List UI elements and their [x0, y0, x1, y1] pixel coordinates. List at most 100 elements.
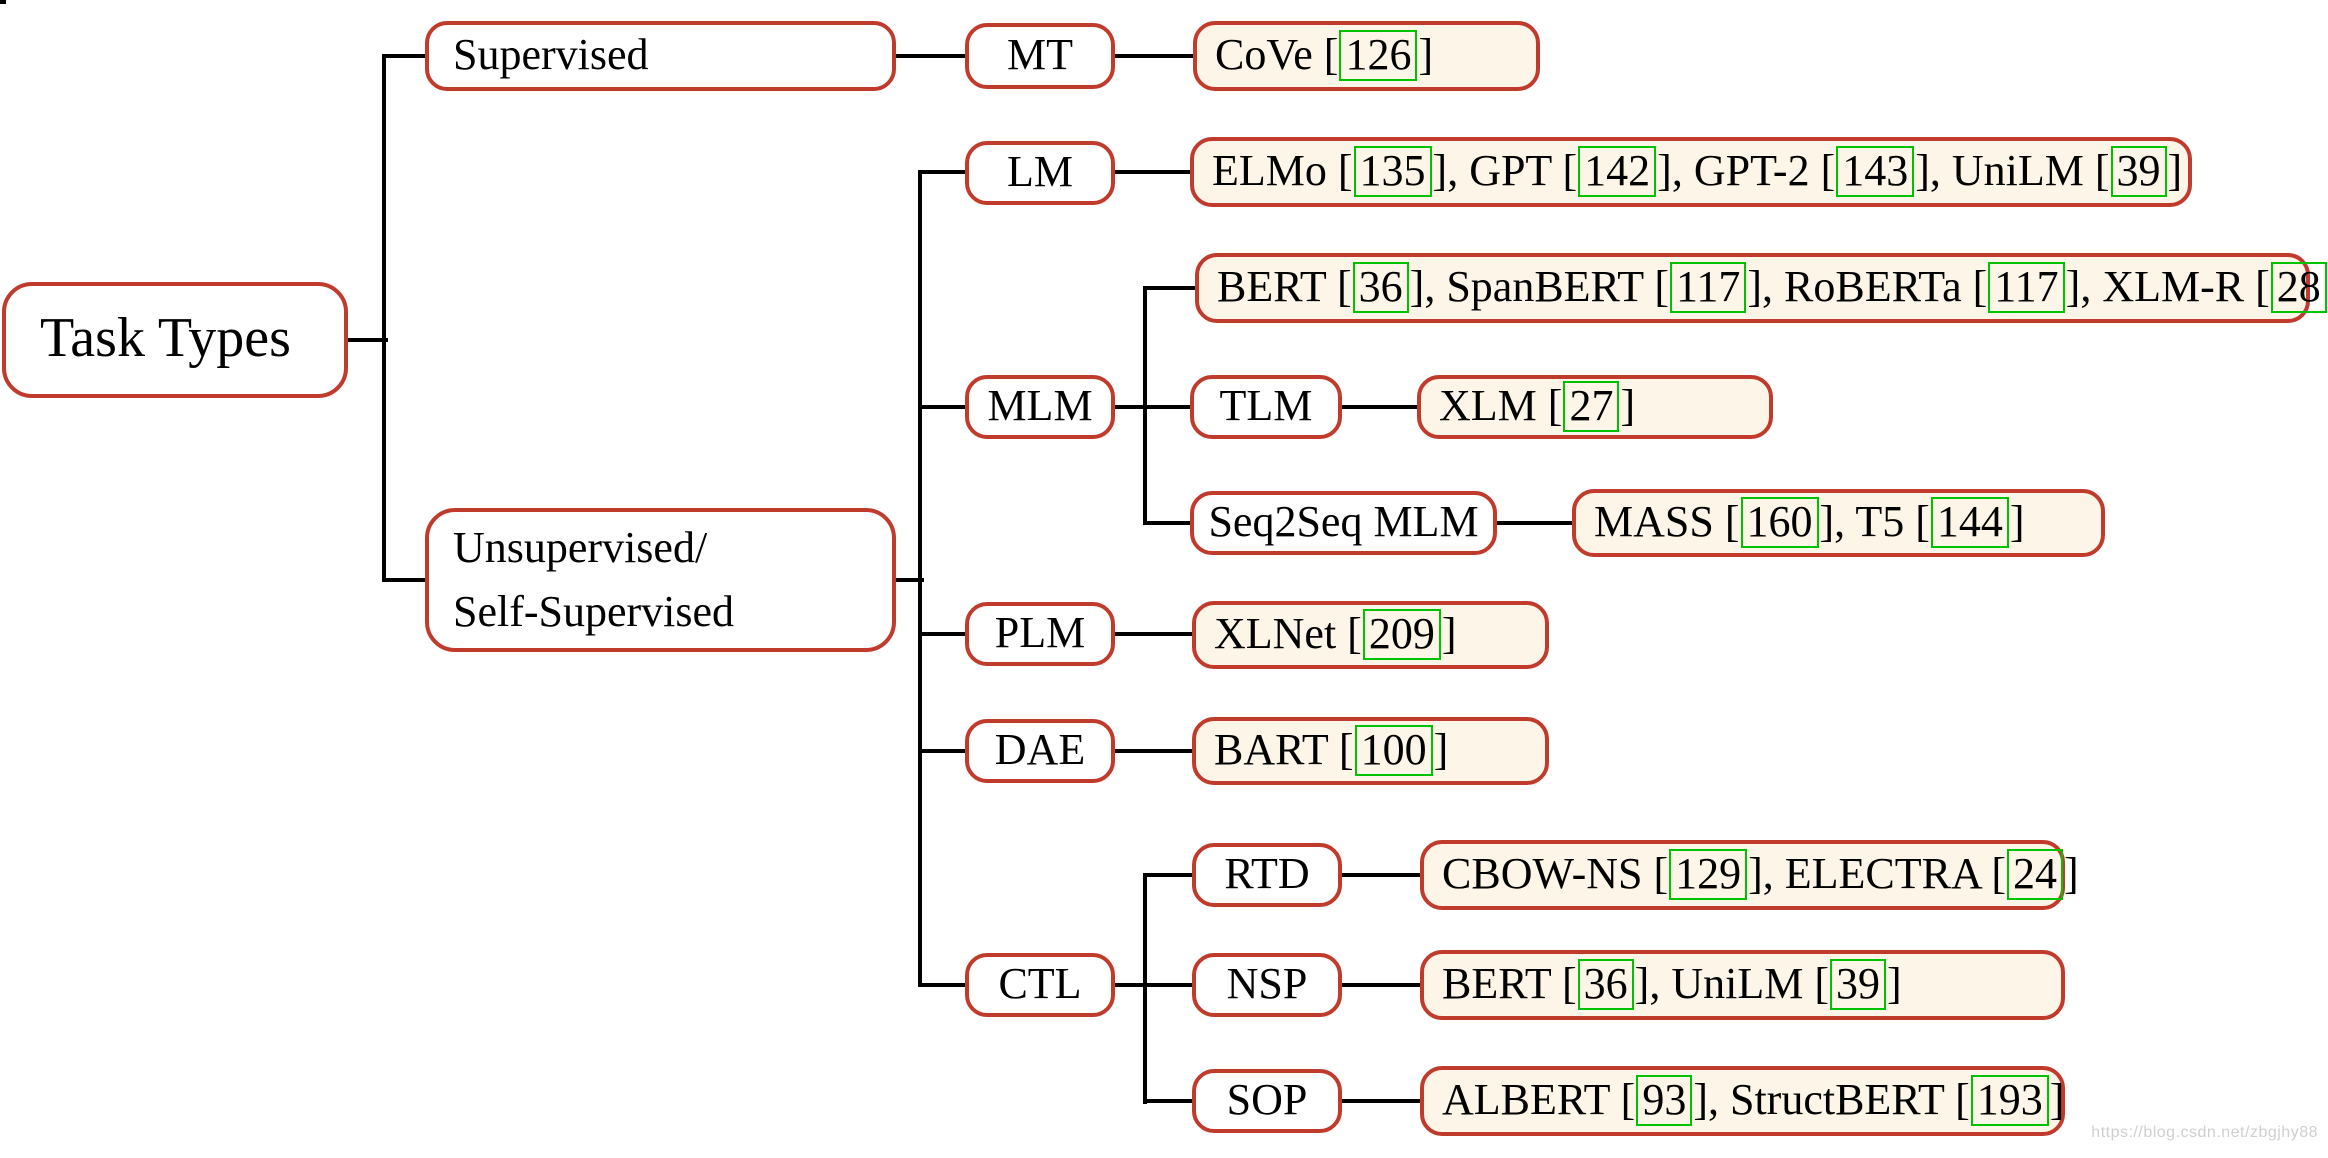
model-name: , StructBERT [ — [1707, 1075, 1970, 1124]
citation-bracket: ] — [1634, 959, 1650, 1008]
model-name: , GPT-2 [ — [1671, 146, 1836, 195]
connector-line — [920, 983, 967, 987]
model-name: , RoBERTa [ — [1762, 262, 1988, 311]
node-mt: MT — [965, 23, 1115, 89]
connector-line — [896, 54, 967, 58]
citation-link[interactable]: 160 — [1740, 497, 1819, 548]
node-dae: DAE — [965, 719, 1115, 783]
citation-bracket: ] — [1441, 609, 1457, 658]
node-sop: SOP — [1192, 1069, 1342, 1133]
citation-link[interactable]: 135 — [1353, 146, 1432, 197]
connector-line — [1145, 873, 1194, 877]
citation-link[interactable]: 36 — [1577, 959, 1634, 1010]
model-name: , T5 [ — [1834, 497, 1930, 546]
node-label-line: Unsupervised/ — [453, 523, 708, 572]
citation-link[interactable]: 144 — [1930, 497, 2009, 548]
node-nsp: NSP — [1192, 953, 1342, 1017]
citation-link[interactable]: 143 — [1836, 146, 1915, 197]
citation-bracket: ] — [2065, 262, 2081, 311]
model-name: ALBERT [ — [1442, 1075, 1636, 1124]
citation-link[interactable]: 117 — [1670, 262, 1747, 313]
leaf-sop-models: ALBERT [93], StructBERT [193] — [1420, 1066, 2065, 1136]
connector-line — [1115, 405, 1194, 409]
leaf-mlm-models: BERT [36], SpanBERT [117], RoBERTa [117]… — [1195, 253, 2328, 323]
model-name: , ELECTRA [ — [1762, 849, 2006, 898]
leaf-rtd-models: CBOW-NS [129], ELECTRA [24] — [1420, 840, 2079, 910]
node-mlm: MLM — [965, 375, 1115, 439]
citation-link[interactable]: 24 — [2006, 849, 2063, 900]
leaf-plm-models: XLNet [209] — [1192, 601, 1549, 669]
citation-link[interactable]: 209 — [1362, 609, 1441, 660]
connector-line — [1145, 286, 1199, 290]
model-name: XLM [ — [1439, 381, 1563, 430]
connector-line — [382, 54, 386, 582]
connector-line — [918, 170, 922, 987]
citation-link[interactable]: 129 — [1669, 849, 1748, 900]
citation-bracket: ] — [2009, 497, 2025, 546]
citation-bracket: ] — [1418, 30, 1434, 79]
connector-line — [1342, 873, 1424, 877]
citation-bracket: ] — [1819, 497, 1835, 546]
node-label-line: Self-Supervised — [453, 587, 735, 636]
model-name: BERT [ — [1217, 262, 1352, 311]
citation-bracket: ] — [2063, 849, 2079, 898]
model-name: , GPT [ — [1447, 146, 1578, 195]
model-name: BART [ — [1214, 725, 1354, 774]
citation-bracket: ] — [2049, 1075, 2065, 1124]
model-name: CoVe [ — [1215, 30, 1339, 79]
model-name: , UniLM [ — [1929, 146, 2110, 195]
node-lm: LM — [965, 141, 1115, 205]
leaf-lm-models: ELMo [135], GPT [142], GPT-2 [143], UniL… — [1190, 137, 2192, 207]
connector-line — [1143, 873, 1147, 1104]
citation-link[interactable]: 39 — [2110, 146, 2167, 197]
leaf-nsp-models: BERT [36], UniLM [39] — [1420, 950, 2065, 1020]
connector-line — [920, 405, 967, 409]
citation-link[interactable]: 28 — [2270, 262, 2327, 313]
citation-link[interactable]: 27 — [1563, 381, 1620, 432]
citation-bracket: ] — [1693, 1075, 1708, 1124]
model-name: MASS [ — [1594, 497, 1740, 546]
model-name: , SpanBERT [ — [1424, 262, 1669, 311]
connector-line — [1143, 286, 1147, 525]
connector-line — [1115, 983, 1194, 987]
model-name: , UniLM [ — [1649, 959, 1829, 1008]
model-name: , XLM-R [ — [2080, 262, 2270, 311]
node-seq2seq-mlm: Seq2Seq MLM — [1190, 491, 1497, 555]
leaf-mt-models: CoVe [126] — [1193, 21, 1540, 91]
leaf-dae-models: BART [100] — [1192, 717, 1549, 785]
connector-line — [1115, 632, 1196, 636]
citation-link[interactable]: 117 — [1988, 262, 2065, 313]
connector-line — [1145, 521, 1194, 525]
citation-bracket: ] — [2167, 146, 2183, 195]
connector-line — [384, 578, 427, 582]
model-name: XLNet [ — [1214, 609, 1362, 658]
citation-bracket: ] — [1915, 146, 1930, 195]
model-name: BERT [ — [1442, 959, 1577, 1008]
watermark-text: https://blog.csdn.net/zbgjhy88 — [2091, 1124, 2318, 1141]
citation-bracket: ] — [1657, 146, 1672, 195]
node-ctl: CTL — [965, 953, 1115, 1017]
citation-link[interactable]: 193 — [1970, 1075, 2049, 1126]
connector-line — [1342, 405, 1421, 409]
connector-line — [1497, 521, 1576, 525]
citation-link[interactable]: 93 — [1636, 1075, 1693, 1126]
leaf-seq2seq-models: MASS [160], T5 [144] — [1572, 489, 2105, 557]
connector-line — [1342, 1099, 1424, 1103]
connector-line — [348, 338, 388, 342]
model-name: ELMo [ — [1212, 146, 1353, 195]
connector-line — [920, 749, 967, 753]
connector-root-stub — [0, 0, 6, 4]
citation-link[interactable]: 126 — [1339, 30, 1418, 81]
citation-link[interactable]: 100 — [1354, 725, 1433, 776]
citation-bracket: ] — [1886, 959, 1902, 1008]
citation-bracket: ] — [1409, 262, 1425, 311]
citation-link[interactable]: 36 — [1352, 262, 1409, 313]
connector-line — [896, 578, 924, 582]
citation-link[interactable]: 142 — [1578, 146, 1657, 197]
citation-bracket: ] — [1432, 146, 1448, 195]
citation-bracket: ] — [1620, 381, 1636, 430]
node-tlm: TLM — [1190, 375, 1342, 439]
connector-line — [384, 54, 432, 58]
citation-link[interactable]: 39 — [1829, 959, 1886, 1010]
